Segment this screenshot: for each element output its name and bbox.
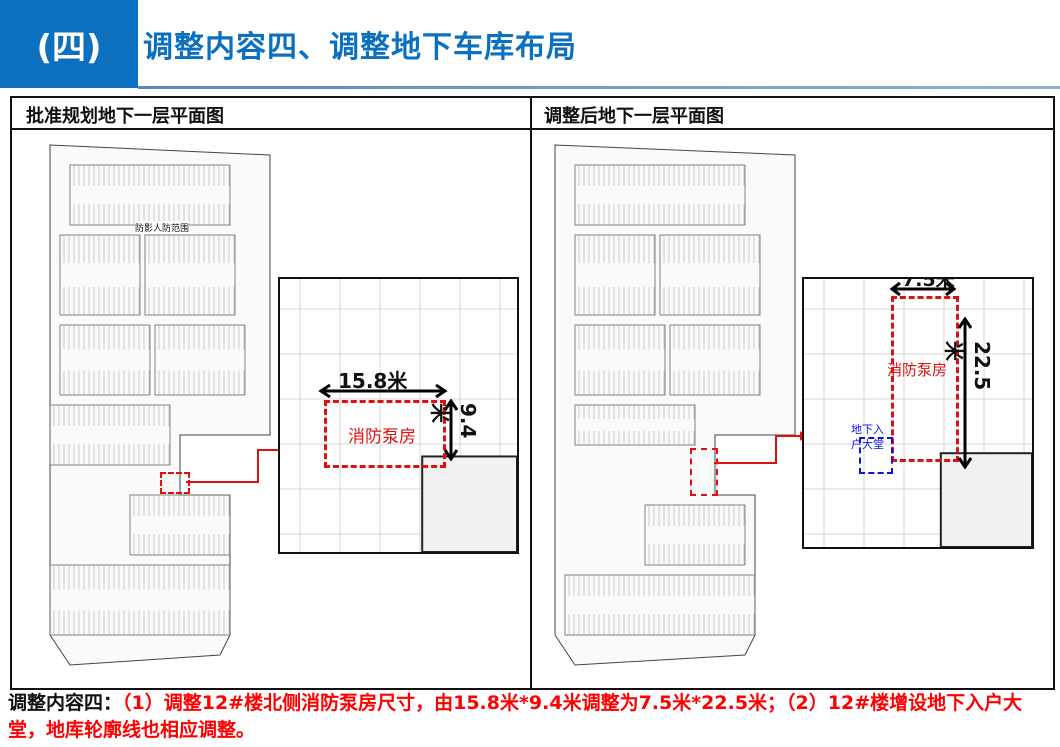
approved-floor-plan	[49, 144, 271, 666]
width-arrow-icon	[890, 282, 956, 296]
adjusted-floor-plan	[554, 144, 796, 666]
width-dimension: 7.5米	[902, 277, 955, 291]
height-dimension: 22.5米	[942, 341, 994, 391]
adjusted-pump-room-detail: 消防泵房 地下入户大堂 7.5米 22.5米	[802, 277, 1034, 549]
pump-room-outline	[891, 296, 959, 462]
approved-pump-room-detail: 消防泵房 15.8米 9.4米	[278, 277, 519, 554]
plan-note: 防影人防范围	[135, 221, 190, 234]
pointer-arrow	[186, 445, 286, 483]
pointer-arrow	[714, 431, 806, 464]
height-dimension: 9.4米	[428, 403, 480, 439]
section-number: (四)	[0, 0, 138, 88]
page-title: 调整内容四、调整地下车库布局	[143, 30, 577, 65]
header-divider	[12, 128, 1053, 130]
right-panel-title: 调整后地下一层平面图	[544, 106, 724, 127]
comparison-table: 批准规划地下一层平面图 调整后地下一层平面图	[10, 96, 1055, 690]
height-arrow-icon	[444, 399, 458, 461]
pump-room-label: 消防泵房	[348, 427, 416, 447]
lobby-outline	[859, 437, 893, 474]
summary-text: 调整内容四：（1）调整12#楼北侧消防泵房尺寸，由15.8米*9.4米调整为7.…	[8, 690, 1053, 744]
lobby-label: 地下入户大堂	[851, 423, 884, 451]
pump-room-marker	[690, 448, 718, 496]
height-arrow-icon	[958, 317, 972, 469]
pump-room-label: 消防泵房	[887, 361, 948, 379]
width-dimension: 15.8米	[338, 369, 408, 393]
pump-room-outline	[324, 400, 446, 468]
title-underline	[138, 86, 1060, 89]
left-panel-title: 批准规划地下一层平面图	[26, 106, 224, 127]
summary-content: （1）调整12#楼北侧消防泵房尺寸，由15.8米*9.4米调整为7.5米*22.…	[8, 692, 1023, 741]
width-arrow-icon	[318, 384, 448, 398]
summary-label: 调整内容四：	[8, 692, 123, 714]
column-divider	[530, 98, 532, 688]
